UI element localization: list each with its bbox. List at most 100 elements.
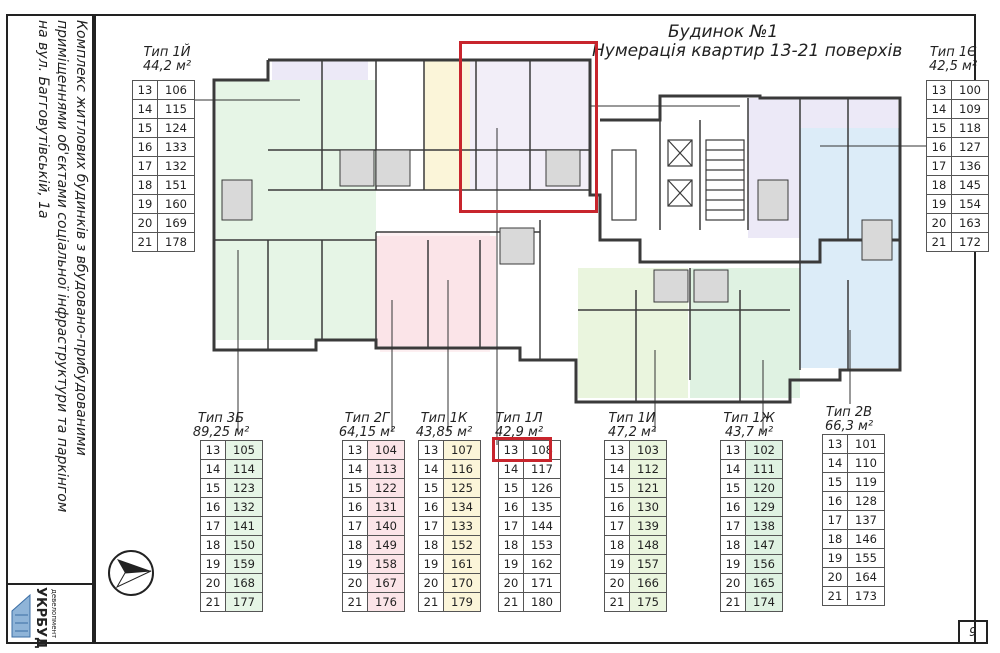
floor-number-cell: 13 (200, 440, 226, 460)
apartment-number-cell: 179 (443, 592, 481, 612)
apartment-type-name: Тип 1К (420, 411, 468, 426)
floor-number-cell: 14 (720, 459, 746, 479)
apartment-number-cell: 110 (847, 453, 885, 473)
floor-number-cell: 14 (200, 459, 226, 479)
floor-number-cell: 16 (342, 497, 368, 517)
apartment-number-cell: 167 (367, 573, 405, 593)
floor-number-cell: 18 (720, 535, 746, 555)
floor-number-cell: 13 (926, 80, 952, 100)
floor-number-cell: 19 (132, 194, 158, 214)
apartment-number-cell: 154 (951, 194, 989, 214)
floor-number-cell: 18 (342, 535, 368, 555)
apartment-area: 43,85 м² (415, 425, 473, 440)
apt-2g-pink (380, 232, 490, 352)
floor-number-cell: 19 (604, 554, 630, 574)
highlighted-apartment-number (492, 437, 552, 462)
apartment-area: 43,7 м² (724, 425, 774, 440)
logo-building-icon (11, 593, 31, 638)
apartment-number-cell: 132 (225, 497, 263, 517)
apartment-number-cell: 169 (157, 213, 195, 233)
apartment-number-cell: 134 (443, 497, 481, 517)
plan-interior-walls (214, 60, 849, 402)
floor-number-cell: 18 (418, 535, 444, 555)
floor-number-cell: 16 (822, 491, 848, 511)
floor-number-cell: 19 (822, 548, 848, 568)
apartment-number-cell: 146 (847, 529, 885, 549)
apartment-number-cell: 121 (629, 478, 667, 498)
floor-number-cell: 16 (132, 137, 158, 157)
apartment-number-cell: 156 (745, 554, 783, 574)
floor-number-cell: 13 (132, 80, 158, 100)
apartment-number-cell: 116 (443, 459, 481, 479)
floor-number-cell: 21 (498, 592, 524, 612)
project-sidebar: Комплекс житлових будинків з вбудовано-п… (6, 14, 94, 649)
floor-number-cell: 18 (926, 175, 952, 195)
floor-number-cell: 18 (604, 535, 630, 555)
apartment-number-cell: 112 (629, 459, 667, 479)
floor-number-cell: 20 (418, 573, 444, 593)
apartment-number-cell: 176 (367, 592, 405, 612)
floor-number-cell: 17 (200, 516, 226, 536)
apartment-number-cell: 175 (629, 592, 667, 612)
apartment-number-cell: 133 (157, 137, 195, 157)
floor-number-cell: 19 (418, 554, 444, 574)
floor-number-cell: 20 (498, 573, 524, 593)
floor-number-cell: 14 (418, 459, 444, 479)
floor-number-cell: 13 (498, 440, 524, 460)
floor-number-cell: 15 (132, 118, 158, 138)
floor-number-cell: 14 (498, 459, 524, 479)
apartment-number-cell: 118 (951, 118, 989, 138)
apartment-number-cell: 111 (745, 459, 783, 479)
apartment-area: 47,2 м² (607, 425, 657, 440)
floor-number-cell: 17 (418, 516, 444, 536)
floor-number-cell: 20 (604, 573, 630, 593)
floor-number-cell: 21 (926, 232, 952, 252)
apartment-number-cell: 149 (367, 535, 405, 555)
floor-number-cell: 17 (822, 510, 848, 530)
apartment-number-cell: 141 (225, 516, 263, 536)
drawing-frame (94, 14, 976, 644)
apartment-number-cell: 173 (847, 586, 885, 606)
floor-number-cell: 16 (498, 497, 524, 517)
floor-number-cell: 19 (498, 554, 524, 574)
apartment-number-cell: 137 (847, 510, 885, 530)
floor-number-cell: 13 (418, 440, 444, 460)
apartment-number-cell: 140 (367, 516, 405, 536)
